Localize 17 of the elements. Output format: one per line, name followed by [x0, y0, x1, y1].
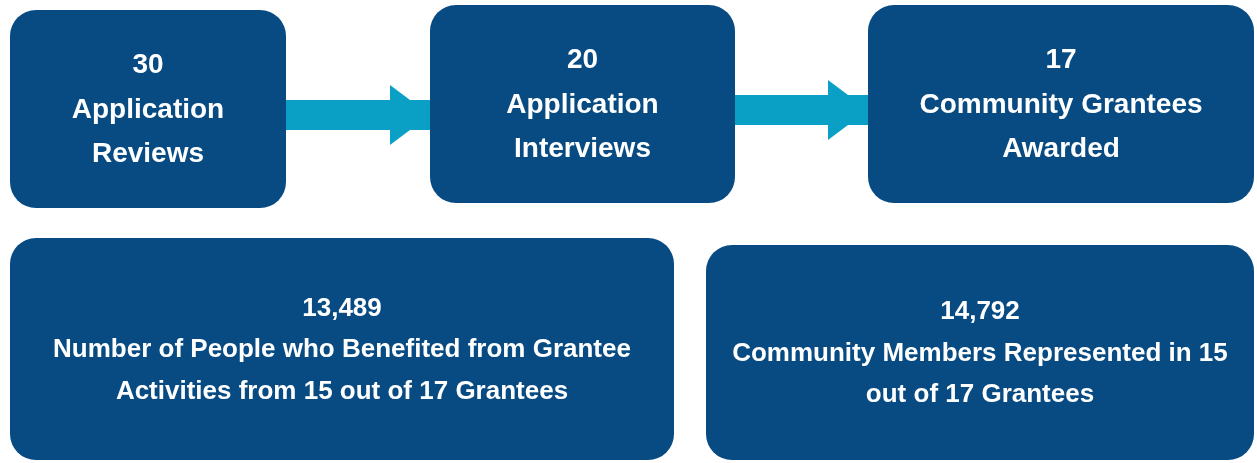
stat-box — [868, 5, 1254, 203]
stat-number: 17 — [1045, 41, 1077, 76]
stat-box — [706, 245, 1254, 460]
stat-number: 30 — [132, 46, 164, 81]
stat-label: Community Grantees Awarded — [918, 86, 1204, 166]
stat-box — [10, 10, 286, 208]
stat-label: Application Reviews — [70, 91, 226, 171]
stat-label: Application Interviews — [505, 86, 660, 166]
block-arrow — [286, 85, 430, 145]
stat-number: 20 — [566, 41, 599, 76]
stat-label: Number of People who Benefited from Grantee Activities from 15 out of 17 Grantees — [52, 332, 632, 407]
stat-number: 13,489 — [302, 290, 382, 324]
stat-label: Community Members Represented in 15 out of 17 Grantees — [731, 335, 1229, 411]
stat-box — [10, 238, 674, 460]
stat-box — [430, 5, 735, 203]
block-arrow — [735, 80, 868, 140]
stat-number: 14,792 — [940, 294, 1020, 328]
